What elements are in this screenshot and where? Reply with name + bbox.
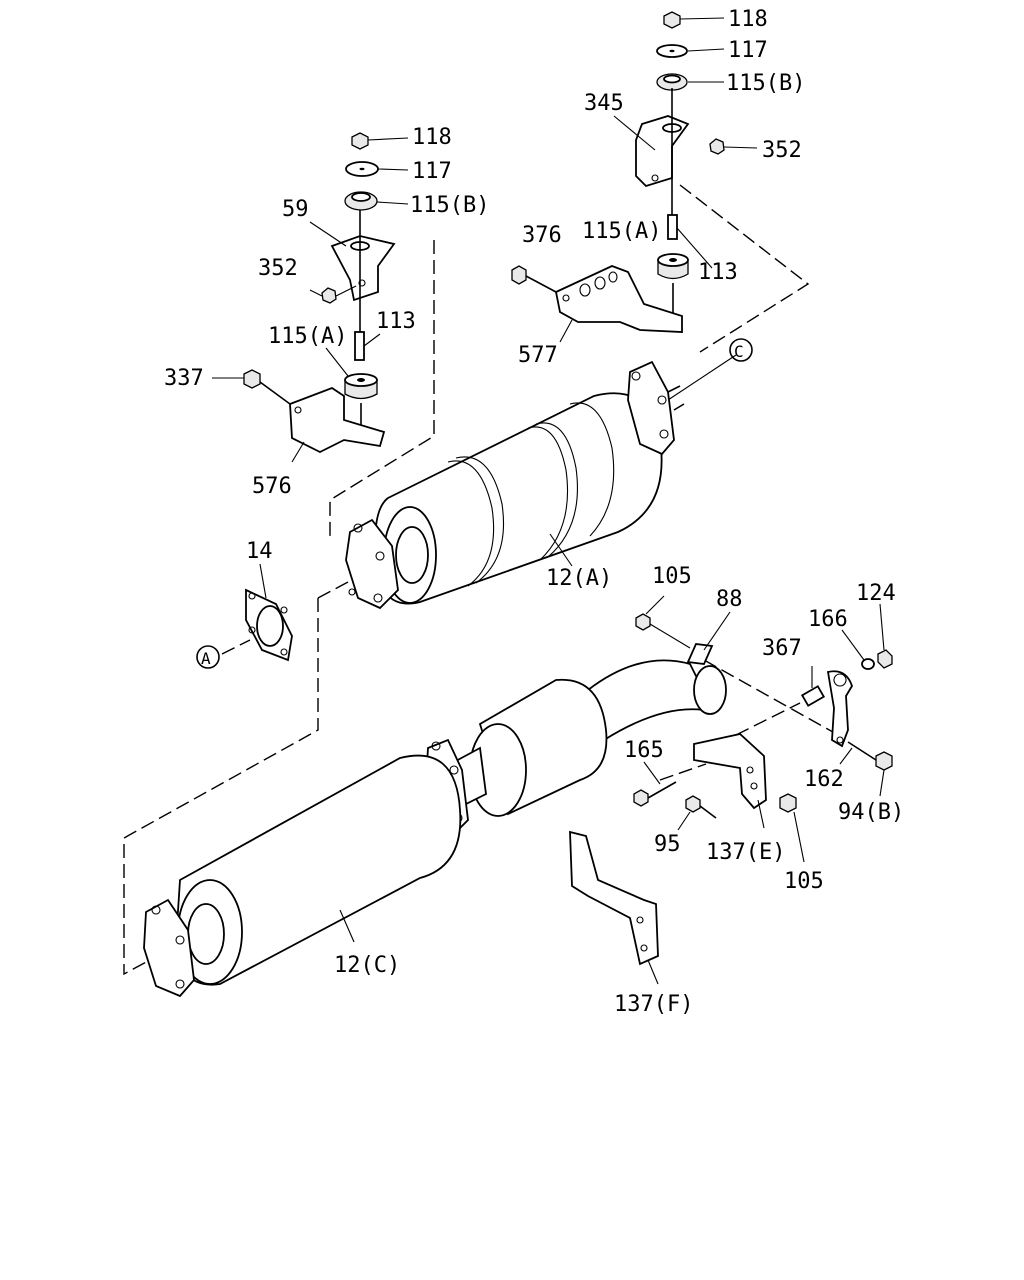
- callout-117-right: 117: [728, 38, 768, 63]
- callout-105-top: 105: [652, 564, 692, 589]
- bolt-95: [685, 795, 701, 813]
- ref-c-circle: [729, 338, 753, 362]
- right-hanger-assembly: [511, 11, 758, 343]
- callout-14: 14: [246, 539, 273, 564]
- callout-577: 577: [518, 343, 558, 368]
- spacer-113-right: [667, 214, 678, 240]
- callout-117-left: 117: [412, 159, 452, 184]
- nut-118-right: [663, 11, 681, 29]
- callout-345: 345: [584, 91, 624, 116]
- bolt-94b: [875, 751, 893, 771]
- rear-clamp-parts: [800, 603, 893, 797]
- bracket-576: [289, 386, 386, 454]
- nut-352-left: [321, 287, 337, 304]
- callout-88: 88: [716, 587, 743, 612]
- gasket-14: [245, 563, 293, 662]
- bracket-137f: [569, 830, 659, 985]
- callout-105-bottom: 105: [784, 869, 824, 894]
- callout-12a: 12(A): [546, 566, 612, 591]
- bracket-577: [554, 265, 683, 333]
- clamp-88: [635, 595, 731, 665]
- callout-165: 165: [624, 738, 664, 763]
- nut-105-bottom: [779, 793, 797, 813]
- bolt-337: [243, 369, 261, 389]
- bolt-165: [633, 789, 649, 807]
- callout-115a-left: 115(A): [268, 324, 347, 349]
- ref-c-label: C: [734, 342, 744, 361]
- callout-162: 162: [804, 767, 844, 792]
- muffler-12c: [143, 659, 727, 998]
- nut-105-top: [635, 613, 651, 631]
- callout-124: 124: [856, 581, 896, 606]
- callout-576: 576: [252, 474, 292, 499]
- spacer-113-left: [354, 331, 365, 361]
- callout-113-right: 113: [698, 260, 738, 285]
- washer-166: [861, 658, 875, 670]
- callout-59: 59: [282, 197, 309, 222]
- callout-95: 95: [654, 832, 681, 857]
- callout-12c: 12(C): [334, 953, 400, 978]
- callout-352-left: 352: [258, 256, 298, 281]
- clamp-162: [826, 670, 853, 748]
- bracket-59: [330, 235, 396, 302]
- nut-118-left: [351, 132, 369, 150]
- callout-115b-left: 115(B): [410, 193, 489, 218]
- callout-137e: 137(E): [706, 840, 785, 865]
- callout-352-right: 352: [762, 138, 802, 163]
- callout-137f: 137(F): [614, 992, 693, 1017]
- callout-94b: 94(B): [838, 800, 904, 825]
- callout-118-right: 118: [728, 7, 768, 32]
- callout-376: 376: [522, 223, 562, 248]
- reference-markers: A C: [196, 338, 753, 669]
- muffler-12a: [345, 360, 685, 610]
- callout-115a-right: 115(A): [582, 219, 661, 244]
- bracket-137e: [693, 733, 767, 810]
- nut-124: [877, 649, 893, 669]
- spacer-367: [800, 685, 826, 707]
- callout-367: 367: [762, 636, 802, 661]
- callout-166: 166: [808, 607, 848, 632]
- bracket-137e-assembly: [633, 733, 805, 863]
- callout-337: 337: [164, 366, 204, 391]
- bolt-376: [511, 265, 527, 285]
- callout-labels: 118 117 115(B) 345 352 376 115(A) 113 57…: [164, 7, 904, 1017]
- callout-118-left: 118: [412, 125, 452, 150]
- callout-113-left: 113: [376, 309, 416, 334]
- nut-352-right: [709, 138, 725, 155]
- left-hanger-assembly: [212, 132, 409, 463]
- ref-a-circle: [196, 645, 220, 669]
- callout-115b-right: 115(B): [726, 71, 805, 96]
- assembly-leader-lines: [123, 184, 841, 976]
- ref-a-label: A: [201, 649, 211, 668]
